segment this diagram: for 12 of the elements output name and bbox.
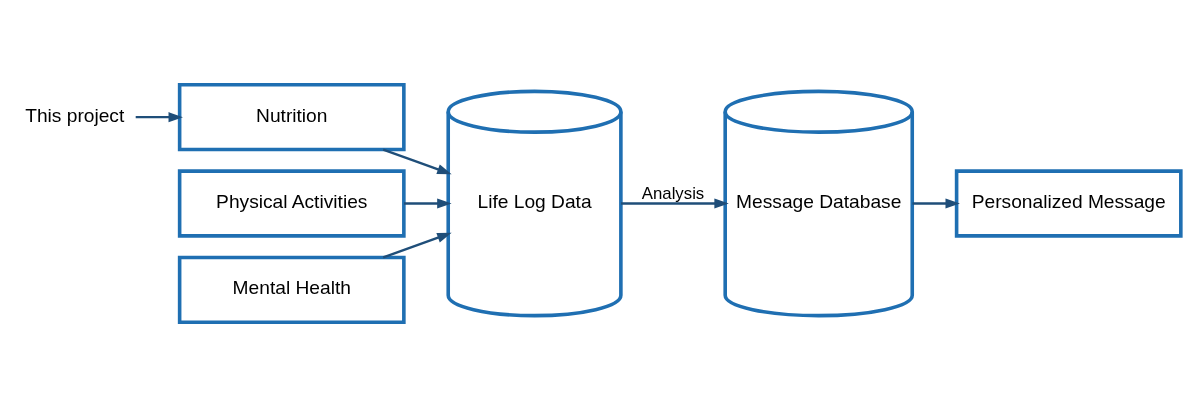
node-box: Personalized Message (954, 169, 1183, 238)
arrow (382, 148, 452, 175)
arrow (621, 198, 729, 209)
node-text: This project (25, 104, 125, 126)
arrow (135, 112, 183, 123)
arrow (382, 232, 452, 259)
arrow (404, 198, 452, 209)
node-box: Physical Activities (177, 169, 406, 238)
edge-label: Analysis (641, 183, 705, 203)
node-box: Mental Health (177, 255, 406, 324)
node-box: Nutrition (177, 83, 406, 152)
arrow (912, 198, 960, 209)
